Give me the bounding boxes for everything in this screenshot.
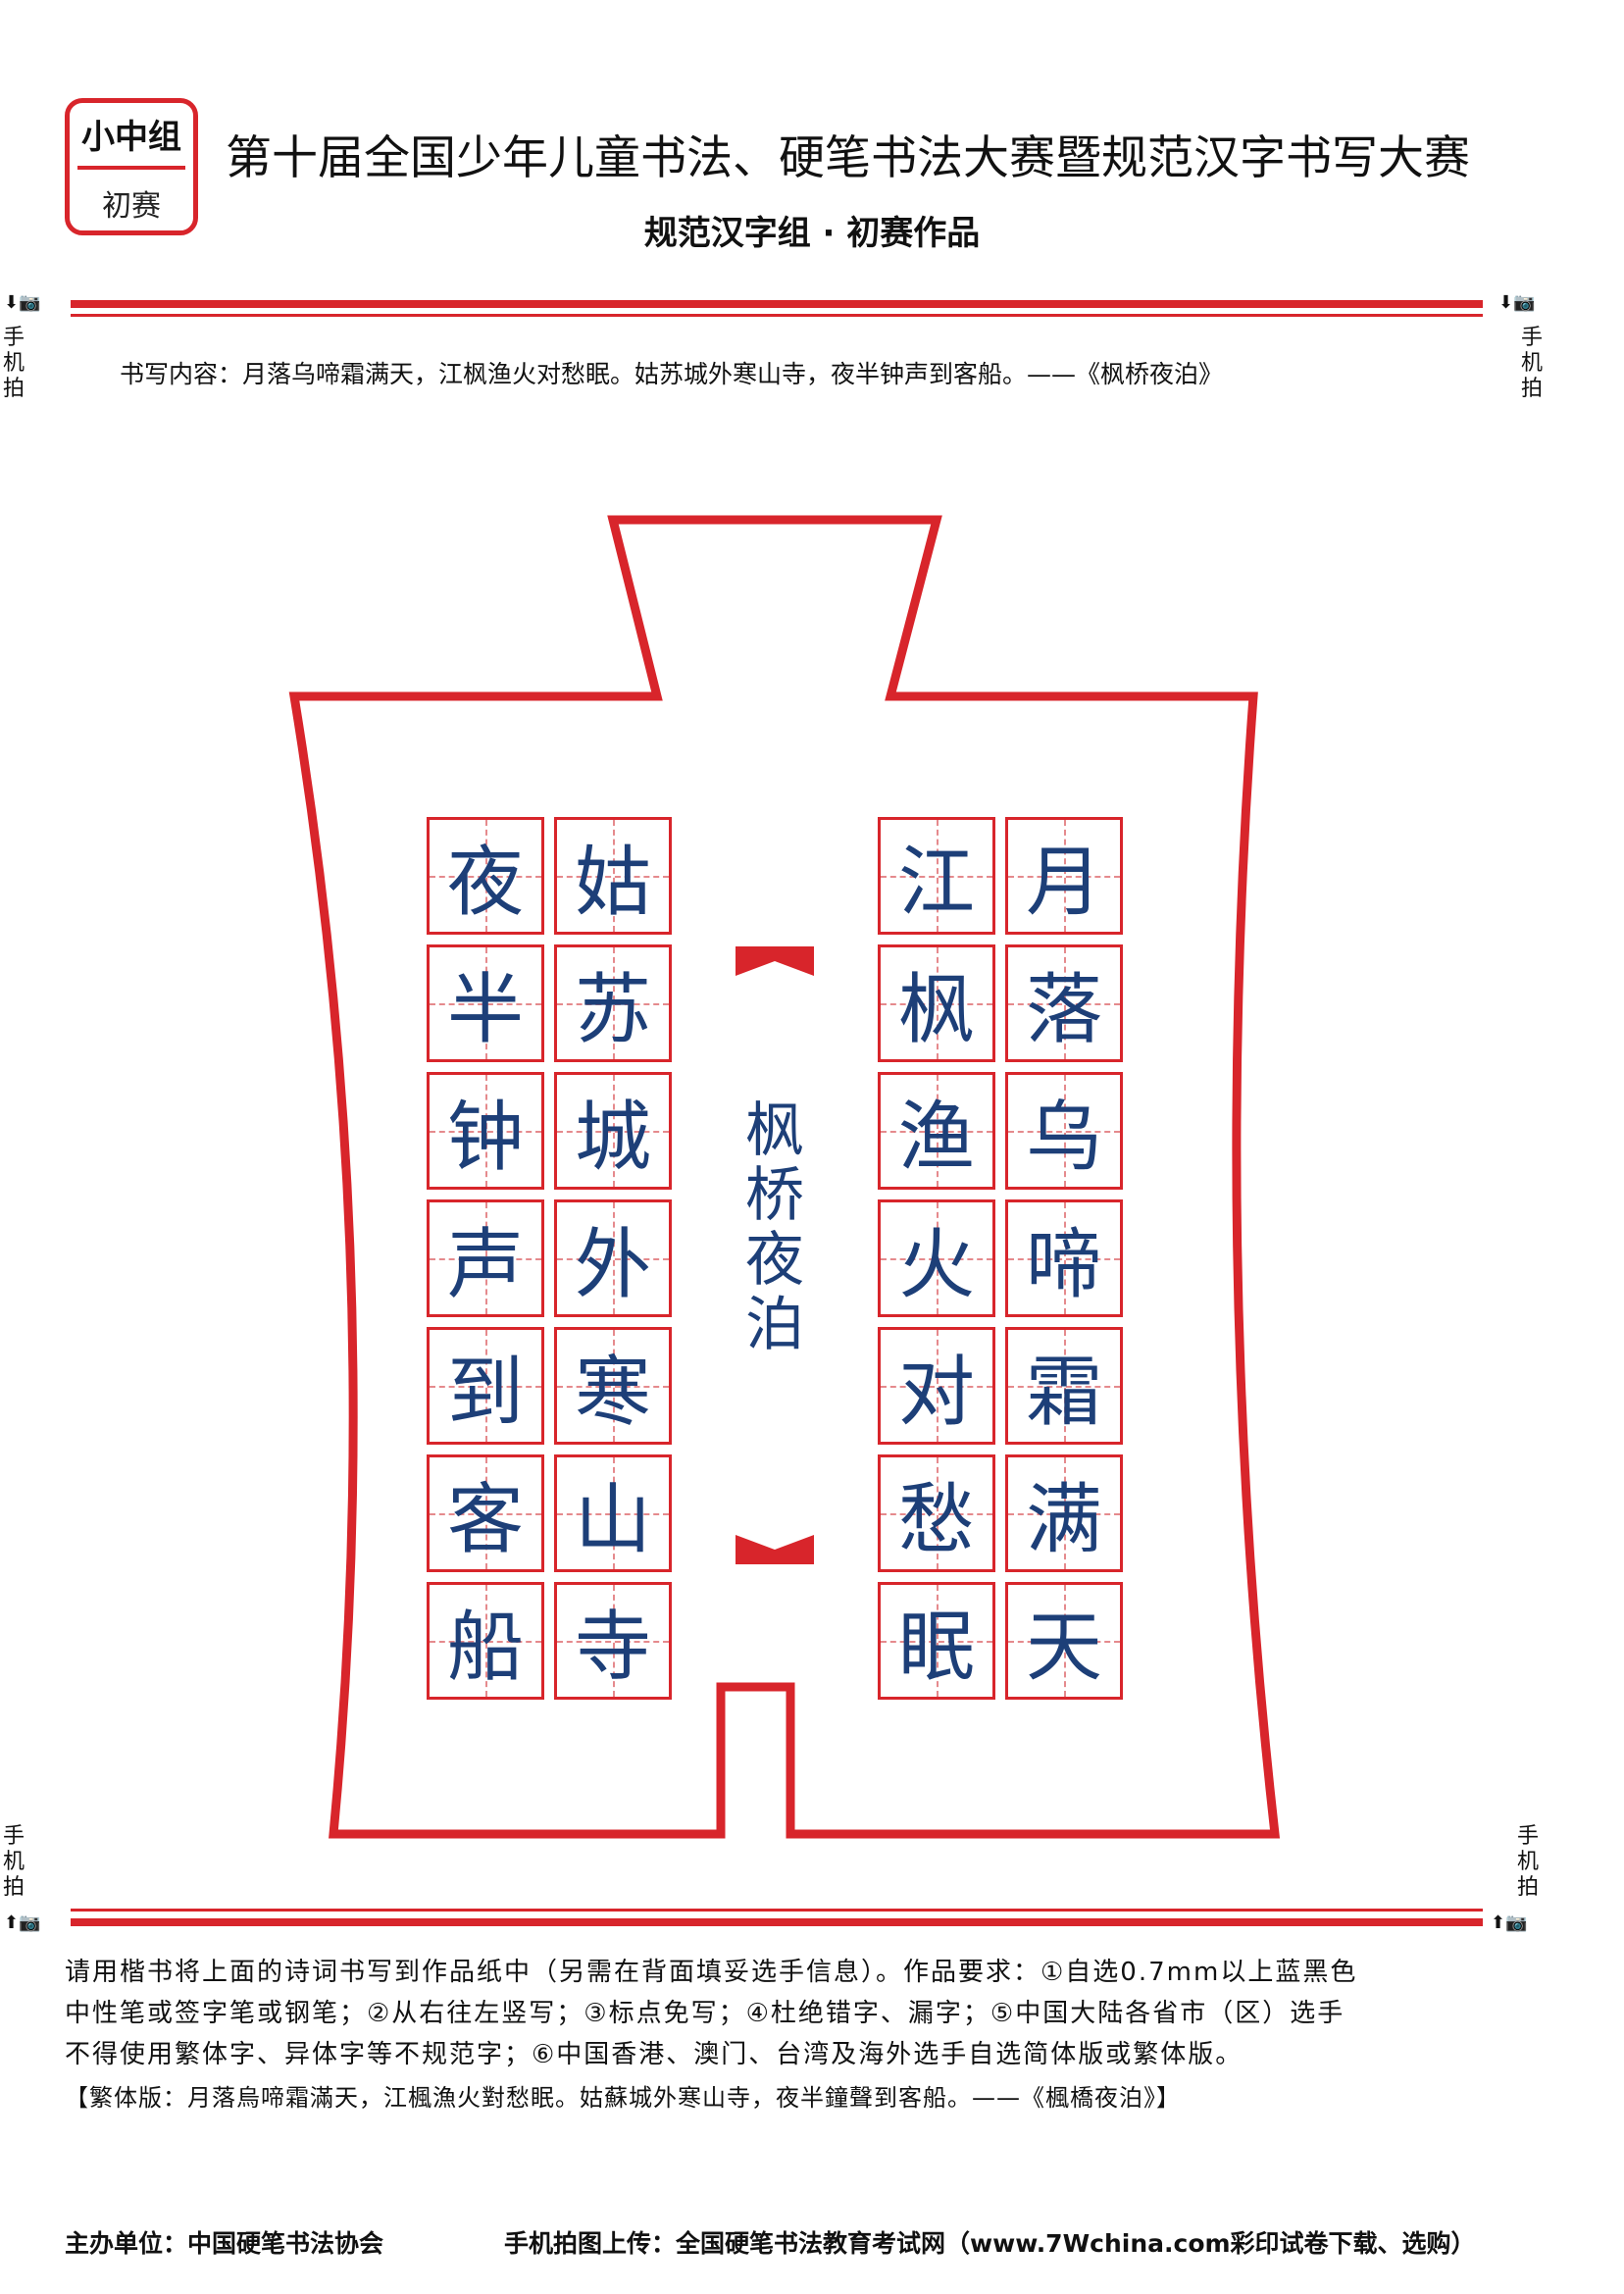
grid-cell: 外 xyxy=(554,1199,672,1317)
grid-cell: 愁 xyxy=(878,1454,995,1572)
grid-character: 城 xyxy=(574,1094,651,1182)
grid-cell: 乌 xyxy=(1005,1072,1123,1190)
grid-cell: 山 xyxy=(554,1454,672,1572)
camera-icon: ⬆📷 xyxy=(4,1912,41,1933)
grid-cell: 火 xyxy=(878,1199,995,1317)
grid-cell: 苏 xyxy=(554,944,672,1062)
grid-character: 山 xyxy=(574,1476,651,1564)
bottom-rule-thick xyxy=(71,1918,1483,1926)
grid-cell: 船 xyxy=(427,1582,544,1700)
grid-character: 霜 xyxy=(1025,1349,1102,1437)
grid-cell: 满 xyxy=(1005,1454,1123,1572)
grid-character: 钟 xyxy=(446,1094,524,1182)
top-rule-thick xyxy=(71,300,1483,308)
grid-cell: 天 xyxy=(1005,1582,1123,1700)
grid-cell: 江 xyxy=(878,817,995,935)
grid-character: 声 xyxy=(446,1221,524,1309)
grid-cell: 姑 xyxy=(554,817,672,935)
round-badge-label: 初赛 xyxy=(102,189,161,224)
phone-shoot-label: 手 机 拍 xyxy=(2,1824,25,1900)
camera-icon: ⬇📷 xyxy=(4,292,41,313)
grid-character: 枫 xyxy=(897,966,975,1054)
group-badge-label: 小中组 xyxy=(81,117,181,157)
grid-character: 对 xyxy=(897,1349,975,1437)
badge-divider xyxy=(77,166,185,170)
grid-cell: 啼 xyxy=(1005,1199,1123,1317)
grid-character: 到 xyxy=(446,1349,524,1437)
title-marker-top xyxy=(736,946,814,976)
grid-cell: 钟 xyxy=(427,1072,544,1190)
phone-shoot-label: 手 机 拍 xyxy=(2,326,25,401)
grid-character: 天 xyxy=(1025,1604,1102,1692)
grid-character: 月 xyxy=(1025,839,1102,927)
grid-character: 夜 xyxy=(446,839,524,927)
grid-cell: 寒 xyxy=(554,1327,672,1445)
grid-character: 落 xyxy=(1025,966,1102,1054)
grid-cell: 霜 xyxy=(1005,1327,1123,1445)
instructions-line-1: 请用楷书将上面的诗词书写到作品纸中（另需在背面填妥选手信息）。作品要求：①自选0… xyxy=(65,1958,1358,1987)
grid-character: 眠 xyxy=(897,1604,975,1692)
grid-character: 啼 xyxy=(1025,1221,1102,1309)
grid-character: 愁 xyxy=(897,1476,975,1564)
grid-cell: 渔 xyxy=(878,1072,995,1190)
grid-cell: 城 xyxy=(554,1072,672,1190)
phone-shoot-label: 手 机 拍 xyxy=(1516,1824,1539,1900)
grid-character: 寺 xyxy=(574,1604,651,1692)
bottom-rule-thin xyxy=(71,1909,1483,1912)
instructions-line-2: 中性笔或签字笔或钢笔；②从右往左竖写；③标点免写；④杜绝错字、漏字；⑤中国大陆各… xyxy=(65,1999,1345,2028)
group-badge: 小中组 初赛 xyxy=(65,98,198,235)
instructions-line-3: 不得使用繁体字、异体字等不规范字；⑥中国香港、澳门、台湾及海外选手自选简体版或繁… xyxy=(65,2040,1243,2069)
grid-character: 满 xyxy=(1025,1476,1102,1564)
grid-cell: 客 xyxy=(427,1454,544,1572)
grid-cell: 寺 xyxy=(554,1582,672,1700)
grid-cell: 夜 xyxy=(427,817,544,935)
phone-shoot-label: 手 机 拍 xyxy=(1520,326,1543,401)
grid-character: 火 xyxy=(897,1221,975,1309)
grid-cell: 枫 xyxy=(878,944,995,1062)
grid-character: 乌 xyxy=(1025,1094,1102,1182)
page-subtitle: 规范汉字组 · 初赛作品 xyxy=(643,214,981,253)
grid-character: 船 xyxy=(446,1604,524,1692)
grid-character: 姑 xyxy=(574,839,651,927)
grid-character: 苏 xyxy=(574,966,651,1054)
grid-character: 半 xyxy=(446,966,524,1054)
traditional-version: 【繁体版：月落烏啼霜滿天，江楓漁火對愁眠。姑蘇城外寒山寺，夜半鐘聲到客船。——《… xyxy=(65,2084,1181,2112)
grid-cell: 落 xyxy=(1005,944,1123,1062)
title-marker-bottom xyxy=(736,1535,814,1564)
camera-icon: ⬆📷 xyxy=(1491,1912,1528,1933)
writing-content: 书写内容：月落乌啼霜满天，江枫渔火对愁眠。姑苏城外寒山寺，夜半钟声到客船。——《… xyxy=(120,360,1224,388)
grid-character: 外 xyxy=(574,1221,651,1309)
grid-cell: 声 xyxy=(427,1199,544,1317)
upload-info: 手机拍图上传：全国硬笔书法教育考试网（www.7Wchina.com彩印试卷下载… xyxy=(504,2229,1476,2258)
page-title: 第十届全国少年儿童书法、硬笔书法大赛暨规范汉字书写大赛 xyxy=(226,131,1470,185)
grid-character: 江 xyxy=(897,839,975,927)
top-rule-thin xyxy=(71,314,1483,317)
poem-title: 枫 桥 夜 泊 xyxy=(745,1096,804,1359)
camera-icon: ⬇📷 xyxy=(1498,292,1536,313)
grid-cell: 对 xyxy=(878,1327,995,1445)
grid-character: 寒 xyxy=(574,1349,651,1437)
grid-cell: 到 xyxy=(427,1327,544,1445)
grid-character: 客 xyxy=(446,1476,524,1564)
grid-cell: 月 xyxy=(1005,817,1123,935)
grid-cell: 半 xyxy=(427,944,544,1062)
organizer: 主办单位：中国硬笔书法协会 xyxy=(65,2229,384,2258)
grid-character: 渔 xyxy=(897,1094,975,1182)
grid-cell: 眠 xyxy=(878,1582,995,1700)
